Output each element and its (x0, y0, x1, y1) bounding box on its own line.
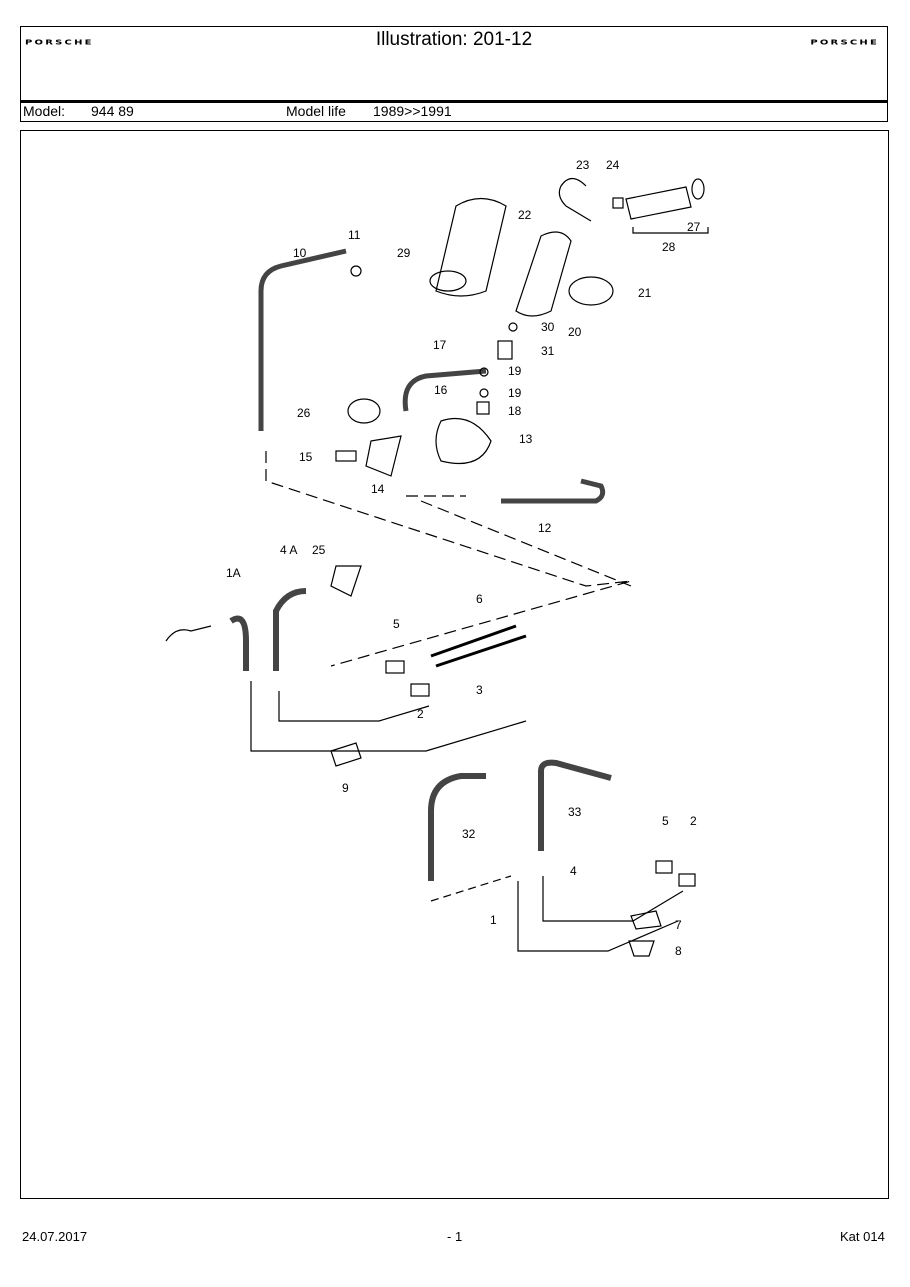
line-1-shape (517, 881, 679, 952)
clamp-21-shape (568, 276, 614, 306)
clip-8-shape (628, 940, 655, 957)
callout-22: 22 (518, 208, 532, 222)
filter-29-shape (435, 197, 507, 297)
regulator-25 (330, 565, 362, 597)
footer-date: 24.07.2017 (22, 1229, 88, 1244)
callout-33: 33 (568, 805, 582, 819)
page-title: Illustration: 201-12 (375, 29, 533, 50)
callout-4: 4 (570, 864, 577, 878)
callout-21: 21 (638, 286, 652, 300)
bracket-14-shape (365, 435, 402, 477)
callout-2a: 2 (417, 707, 424, 721)
callout-19b: 19 (508, 386, 522, 400)
callout-3: 3 (476, 683, 483, 697)
hose-33-shape (538, 759, 612, 851)
line-upper-left (278, 691, 430, 722)
hose-12-shape (501, 478, 606, 504)
bracket-7-shape (630, 910, 662, 930)
seal-27-shape (691, 178, 705, 200)
callout-7: 7 (675, 918, 682, 932)
callout-19a: 19 (508, 364, 522, 378)
callout-16: 16 (434, 383, 448, 397)
callout-10: 10 (293, 246, 307, 260)
nut-5-shape (385, 660, 405, 674)
callout-4A: 4 A (280, 543, 297, 557)
callout-labels: 23 24 22 27 28 29 21 10 11 30 20 31 17 1… (226, 158, 701, 958)
clamp-26-shape (347, 398, 381, 424)
clamp-24-shape (612, 197, 624, 209)
model-life-label: Model life (286, 103, 346, 119)
callout-32: 32 (462, 827, 476, 841)
callout-5b: 5 (662, 814, 669, 828)
porsche-logo-right: PORSCHE (810, 38, 879, 47)
pipe-6-shape (430, 624, 517, 658)
callout-11: 11 (348, 228, 361, 242)
callout-25: 25 (312, 543, 326, 557)
callout-17: 17 (433, 338, 447, 352)
callout-29: 29 (397, 246, 411, 260)
porsche-logo-left: PORSCHE (25, 38, 94, 47)
part-15-shape (335, 450, 357, 462)
callout-14: 14 (371, 482, 385, 496)
callout-27: 27 (687, 220, 701, 234)
hose-1A-shape (229, 615, 249, 671)
hose-4A-shape (273, 588, 307, 671)
callout-5a: 5 (393, 617, 400, 631)
callout-23: 23 (576, 158, 590, 172)
callout-18: 18 (508, 404, 522, 418)
filter-13-shape (435, 417, 492, 465)
pipe-3-shape (435, 634, 527, 668)
hose-32-shape (428, 773, 486, 881)
pump-28-shape (625, 186, 692, 220)
parts-diagram: 23 24 22 27 28 29 21 10 11 30 20 31 17 1… (165, 158, 709, 958)
callout-8: 8 (675, 944, 682, 958)
callout-2b: 2 (690, 814, 697, 828)
hose-10-shape (258, 248, 347, 431)
model-label: Model: (23, 103, 66, 119)
pump-20-shape (515, 231, 572, 317)
header-divider (21, 100, 887, 103)
model-life-value: 1989>>1991 (373, 103, 452, 119)
fitting-9-shape (330, 742, 362, 767)
callout-30: 30 (541, 320, 555, 334)
footer-catalog: Kat 014 (840, 1229, 885, 1244)
nut-2-shape (410, 683, 430, 697)
callout-6: 6 (476, 592, 483, 606)
hose-17-shape (402, 368, 487, 412)
header-box: PORSCHE Illustration: 201-12 PORSCHE Mod… (20, 26, 888, 122)
model-row: Model: 944 89 Model life 1989>>1991 (21, 102, 887, 121)
callout-1: 1 (490, 913, 497, 927)
callout-1A: 1A (226, 566, 241, 580)
callout-15: 15 (299, 450, 313, 464)
line-4-shape (542, 876, 684, 922)
callout-9: 9 (342, 781, 349, 795)
callout-31: 31 (541, 344, 555, 358)
callout-13: 13 (519, 432, 533, 446)
callout-24: 24 (606, 158, 620, 172)
model-value: 944 89 (91, 103, 134, 119)
callout-12: 12 (538, 521, 552, 535)
line-lower-left (250, 681, 527, 752)
footer-page: - 1 (447, 1229, 463, 1244)
hose-23-shape (558, 177, 592, 222)
illustration-frame: 23 24 22 27 28 29 21 10 11 30 20 31 17 1… (20, 130, 889, 1199)
callout-28: 28 (662, 240, 676, 254)
callout-20: 20 (568, 325, 582, 339)
regulator-left (165, 625, 212, 642)
callout-26: 26 (297, 406, 311, 420)
bracket-28 (632, 227, 709, 234)
routing-dashes (265, 451, 632, 667)
